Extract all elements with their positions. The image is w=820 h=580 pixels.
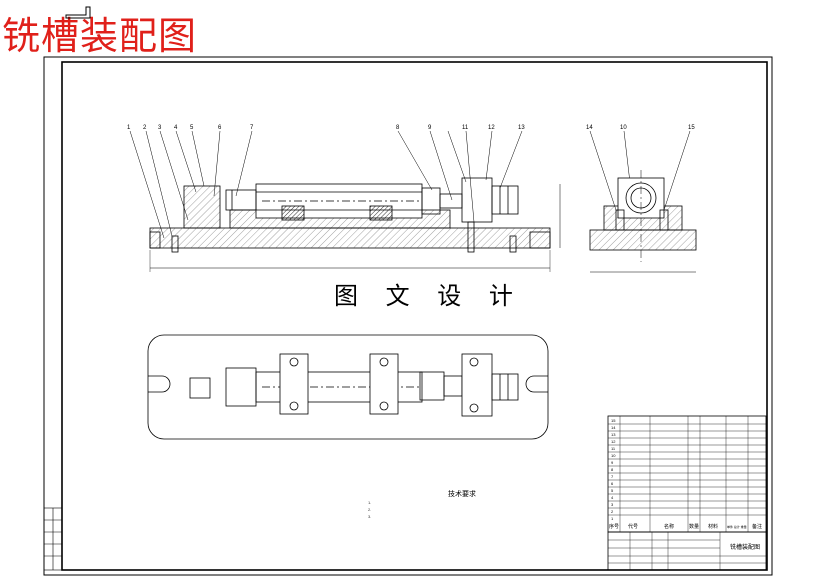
callout-11: 11 [462, 125, 469, 131]
row-num: 11 [611, 446, 616, 451]
callout-6: 6 [218, 125, 222, 131]
callout-12: 12 [488, 125, 495, 131]
row-num: 12 [611, 439, 616, 444]
title-block-name: 铣槽装配图 [730, 543, 760, 551]
parts-list [607, 415, 767, 533]
row-num: 8 [611, 467, 614, 472]
tech-requirements-title: 技术要求 [448, 491, 476, 498]
tech-requirement-line: 2. [368, 507, 372, 512]
row-num: 9 [611, 460, 614, 465]
top-view [147, 334, 549, 440]
callout-9: 9 [428, 125, 432, 131]
part-callouts: 1 2 3 4 5 6 7 8 9 11 12 13 14 10 15 [127, 125, 695, 131]
callout-15: 15 [688, 125, 695, 131]
header-weight: 单件 总计 重量 [727, 524, 747, 529]
leader-lines [129, 130, 691, 239]
callout-10: 10 [620, 125, 627, 131]
callout-2: 2 [143, 125, 147, 131]
parts-list-header: 序号 代号 名称 数量 材料 单件 总计 重量 备注 [609, 523, 762, 530]
header-code: 代号 [628, 523, 638, 530]
row-num: 10 [611, 453, 616, 458]
row-num: 5 [611, 488, 614, 493]
center-watermark-text: 图 文 设 计 [334, 282, 523, 310]
header-note: 备注 [752, 523, 762, 530]
parts-list-row-numbers: 15 14 13 12 11 10 9 8 7 6 5 4 3 2 1 [611, 418, 616, 521]
row-num: 7 [611, 474, 614, 479]
header-seq: 序号 [609, 523, 619, 530]
row-num: 3 [611, 502, 614, 507]
row-num: 4 [611, 495, 614, 500]
header-material: 材料 [708, 523, 718, 530]
callout-7: 7 [250, 125, 254, 131]
row-num: 15 [611, 418, 616, 423]
side-view [589, 170, 697, 273]
inner-frame [61, 61, 768, 571]
row-num: 1 [611, 516, 614, 521]
row-num: 14 [611, 425, 616, 430]
header-name: 名称 [664, 523, 674, 530]
callout-1: 1 [127, 125, 131, 131]
tech-requirement-line: 3. [368, 514, 372, 519]
left-binding-strip [43, 507, 63, 571]
callout-13: 13 [518, 125, 525, 131]
callout-14: 14 [586, 125, 593, 131]
row-num: 2 [611, 509, 614, 514]
corner-mark [65, 6, 91, 19]
callout-4: 4 [174, 125, 178, 131]
callout-3: 3 [158, 125, 162, 131]
callout-5: 5 [190, 125, 194, 131]
drawing-title: 铣槽装配图 [2, 14, 198, 58]
title-block [607, 531, 767, 571]
outer-frame [43, 56, 773, 576]
front-view [149, 177, 561, 272]
tech-requirement-line: 1. [368, 500, 372, 505]
header-qty: 数量 [689, 523, 699, 530]
callout-8: 8 [396, 125, 400, 131]
row-num: 6 [611, 481, 614, 486]
row-num: 13 [611, 432, 616, 437]
